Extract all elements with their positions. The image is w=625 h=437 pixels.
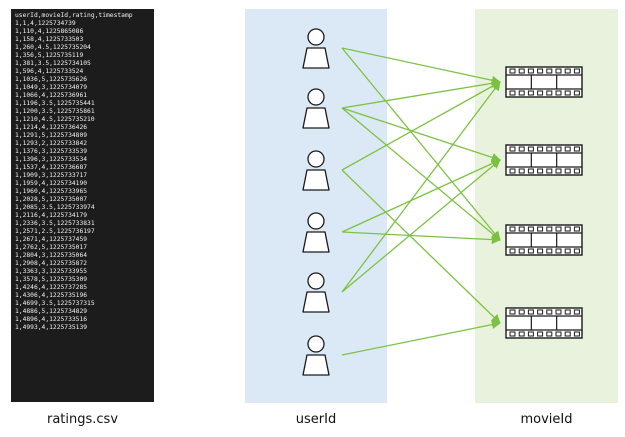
csv-row: 1,1036,5,1225735626 <box>15 76 88 83</box>
csv-row: 1,1214,4,1225736426 <box>15 124 88 131</box>
rating-edge <box>341 159 501 233</box>
csv-row: 1,260,4.5,1225735204 <box>15 44 91 51</box>
film-strip-icon <box>505 224 583 256</box>
csv-row: 1,4896,4,1225733516 <box>15 316 88 323</box>
rating-edge <box>341 231 501 245</box>
csv-row: 1,381,3.5,1225734105 <box>15 60 91 67</box>
csv-row: 1,2336,3.5,1225733831 <box>15 220 95 227</box>
movie-id-caption: movieId <box>520 412 573 427</box>
rating-edge <box>341 169 501 324</box>
rating-edge <box>341 47 501 85</box>
csv-row: 1,356,5,1225735119 <box>15 52 84 59</box>
person-icon <box>302 88 330 129</box>
rating-edge <box>341 107 501 241</box>
csv-row: 1,1066,4,1225736961 <box>15 92 88 99</box>
user-nodes <box>302 28 330 376</box>
csv-row: 1,1200,3.5,1225735861 <box>15 108 95 115</box>
csv-row: 1,4246,4,1225737285 <box>15 284 88 291</box>
csv-row: 1,1960,4,1225733965 <box>15 188 88 195</box>
rating-edge <box>341 107 501 162</box>
person-icon <box>302 28 330 69</box>
csv-header-line: userId,movieId,rating,timestamp <box>15 12 133 19</box>
csv-row: 1,1959,4,1225734190 <box>15 180 88 187</box>
csv-row: 1,2908,4,1225735872 <box>15 260 88 267</box>
csv-row: 1,4993,4,1225735139 <box>15 324 88 331</box>
csv-row: 1,110,4,1225865086 <box>15 28 84 35</box>
csv-row: 1,2671,4,1225737459 <box>15 236 88 243</box>
csv-row: 1,1210,4.5,1225735210 <box>15 116 95 123</box>
ratings-csv-caption: ratings.csv <box>46 412 119 427</box>
csv-row: 1,3363,3,1225733955 <box>15 268 88 275</box>
csv-row: 1,2085,3.5,1225733974 <box>15 204 95 211</box>
rating-edge <box>341 81 501 293</box>
csv-row: 1,1291,5,1225734809 <box>15 132 88 139</box>
film-strip-icon <box>505 307 583 339</box>
csv-row: 1,2762,5,1225735017 <box>15 244 88 251</box>
film-strip-icon <box>505 144 583 176</box>
movie-nodes <box>505 66 583 339</box>
rating-edge <box>341 159 501 293</box>
csv-row: 1,1196,3.5,1225735441 <box>15 100 95 107</box>
person-icon <box>302 335 330 376</box>
film-strip-icon <box>505 66 583 98</box>
rating-edge <box>341 320 501 356</box>
csv-row: 1,596,4,1225733524 <box>15 68 84 75</box>
ratings-csv-panel: userId,movieId,rating,timestamp 1,1,4,12… <box>11 9 154 402</box>
person-icon <box>302 272 330 313</box>
csv-row: 1,2028,5,1225735007 <box>15 196 88 203</box>
csv-row: 1,4699,3.5,1225737315 <box>15 300 95 307</box>
csv-row: 1,1,4,1225734739 <box>15 20 76 27</box>
rating-edges <box>341 47 501 356</box>
csv-row: 1,2804,3,1225735064 <box>15 252 88 259</box>
csv-row: 1,1376,3,1225733539 <box>15 148 88 155</box>
csv-row: 1,4306,4,1225735196 <box>15 292 88 299</box>
rating-edge <box>341 81 501 171</box>
csv-row: 1,1049,3,1225734079 <box>15 84 88 91</box>
person-icon <box>302 150 330 191</box>
csv-row: 1,1396,3,1225733534 <box>15 156 88 163</box>
csv-row: 1,1909,3,1225733717 <box>15 172 88 179</box>
csv-row: 1,158,4,1225733503 <box>15 36 84 43</box>
csv-row: 1,1537,4,1225736687 <box>15 164 88 171</box>
csv-content: userId,movieId,rating,timestamp 1,1,4,12… <box>11 9 154 332</box>
rating-edge <box>341 47 501 241</box>
csv-row: 1,4886,5,1225734829 <box>15 308 88 315</box>
user-id-caption: userId <box>295 412 337 427</box>
csv-row: 1,2571,2.5,1225736197 <box>15 228 95 235</box>
person-icon <box>302 212 330 253</box>
csv-row: 1,2116,4,1225734179 <box>15 212 88 219</box>
csv-row: 1,3578,5,1225735309 <box>15 276 88 283</box>
csv-row: 1,1293,2,1225733842 <box>15 140 88 147</box>
rating-edge <box>341 78 501 109</box>
